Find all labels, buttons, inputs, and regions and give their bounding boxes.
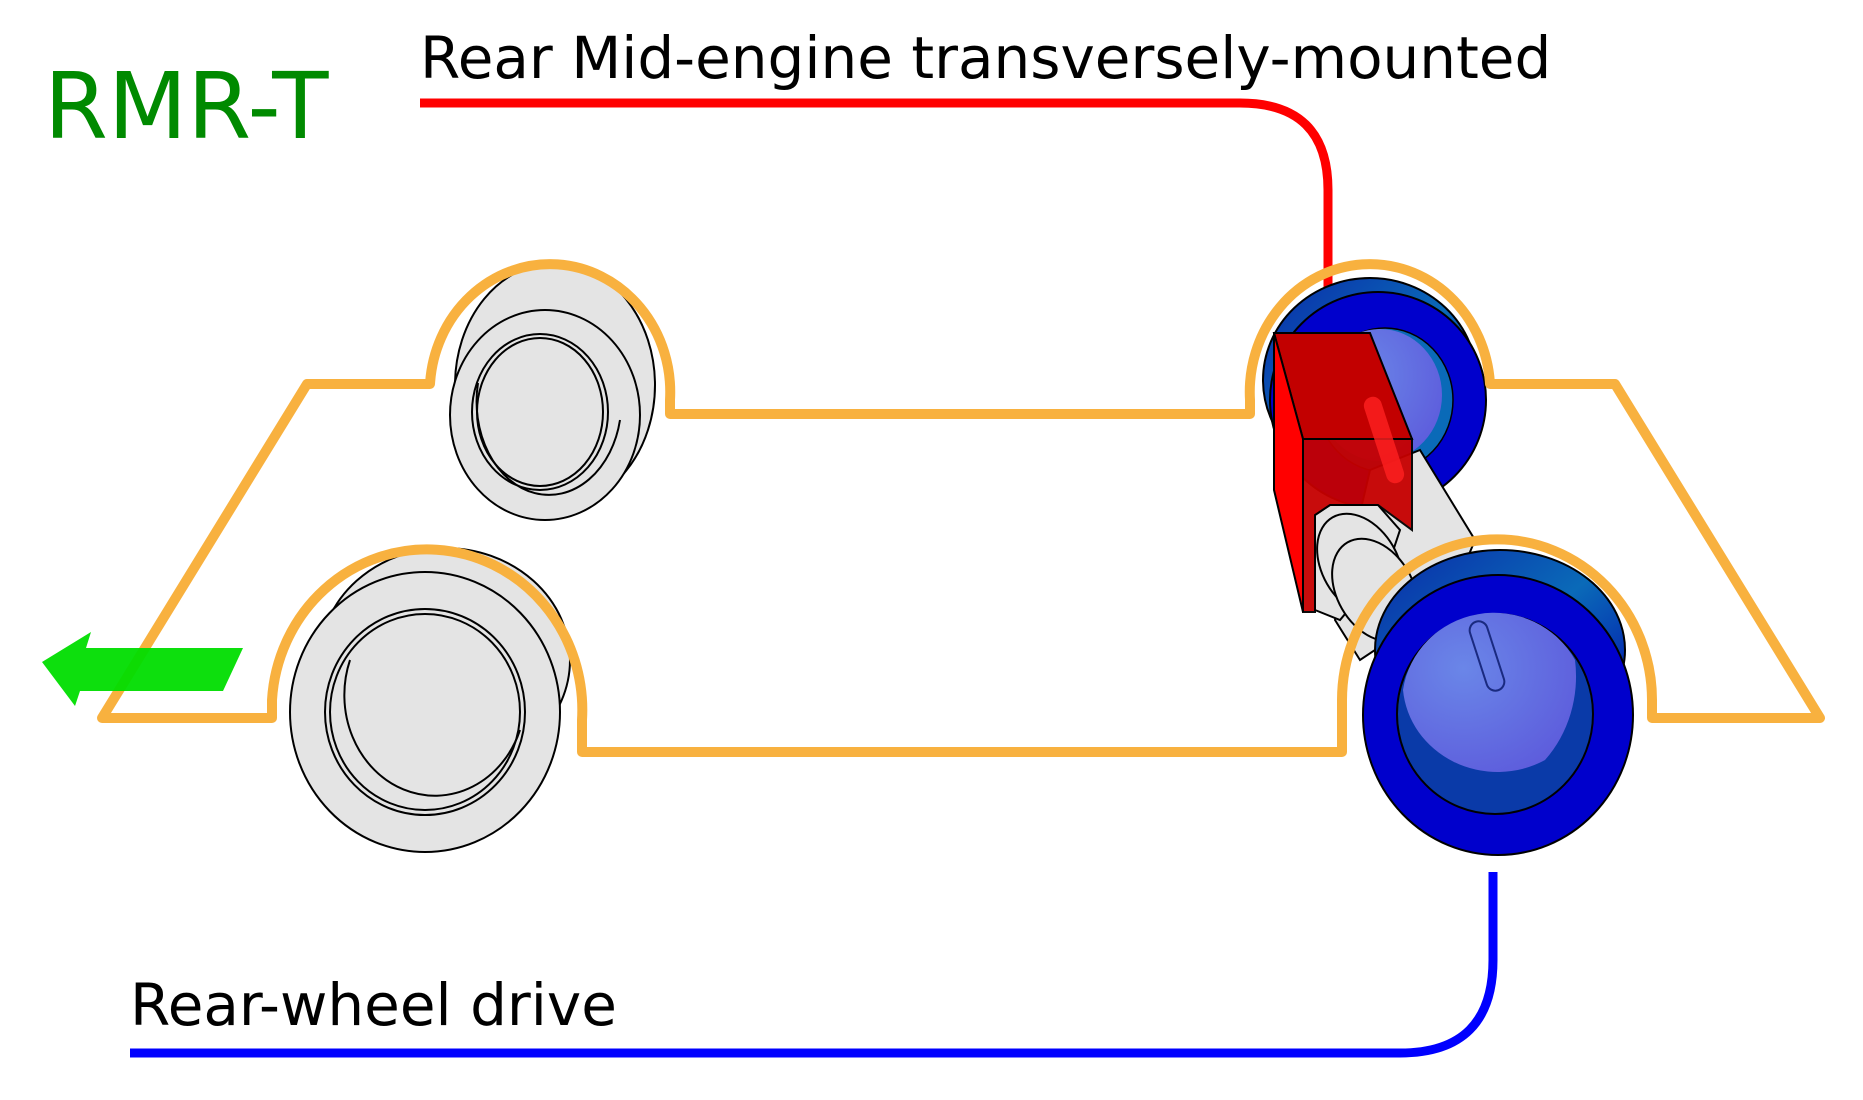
arrow-left-icon <box>42 632 243 706</box>
car-body-outline <box>97 259 1825 757</box>
engine-leader-line <box>420 98 1333 320</box>
diagram-title: RMR-T <box>44 53 329 160</box>
engine-label: Rear Mid-engine transversely-mounted <box>420 24 1551 92</box>
engine-block <box>1272 332 1414 613</box>
drive-label: Rear-wheel drive <box>130 971 617 1039</box>
drive-leader-line <box>130 872 1498 1058</box>
front-near-wheel <box>289 547 571 853</box>
front-far-wheel <box>449 262 656 521</box>
rear-near-wheel <box>1362 549 1634 856</box>
